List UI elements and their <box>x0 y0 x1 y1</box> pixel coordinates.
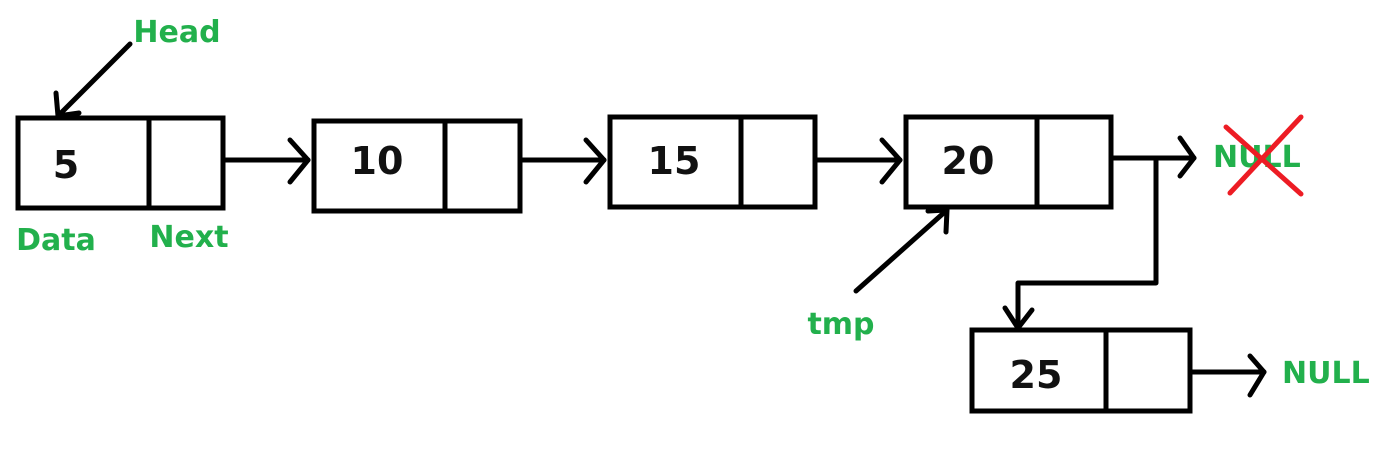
arrow-5-to-10 <box>220 137 311 185</box>
node-15-box <box>607 114 818 210</box>
arrow-15-to-20 <box>812 137 903 185</box>
arrow-25-to-null <box>1187 353 1267 398</box>
node-10-data: 10 <box>351 139 404 183</box>
node-25-box <box>969 327 1193 414</box>
arrow-20-to-null <box>1108 135 1197 179</box>
next-field-label: Next <box>149 220 228 255</box>
node-20: 20 <box>903 114 1114 210</box>
node-10-box <box>311 118 523 214</box>
arrow-20-to-25 <box>1002 155 1159 331</box>
tmp-pointer-arrow <box>853 207 950 294</box>
head-pointer-arrow <box>53 41 133 119</box>
node-5-data: 5 <box>53 143 79 187</box>
tmp-label: tmp <box>807 307 874 342</box>
node-20-box <box>903 114 1114 210</box>
new-null-label: NULL <box>1282 356 1370 391</box>
node-5-box <box>15 115 226 211</box>
head-label: Head <box>133 15 220 50</box>
data-field-label: Data <box>16 223 96 258</box>
arrow-10-to-15 <box>517 137 607 185</box>
node-25: 25 <box>969 327 1193 414</box>
node-20-data: 20 <box>942 139 995 183</box>
node-15: 15 <box>607 114 818 210</box>
null-removed-cross-icon <box>1223 114 1304 197</box>
node-5: 5 <box>15 115 226 211</box>
node-10: 10 <box>311 118 523 214</box>
node-25-data: 25 <box>1010 353 1063 397</box>
node-15-data: 15 <box>648 139 701 183</box>
